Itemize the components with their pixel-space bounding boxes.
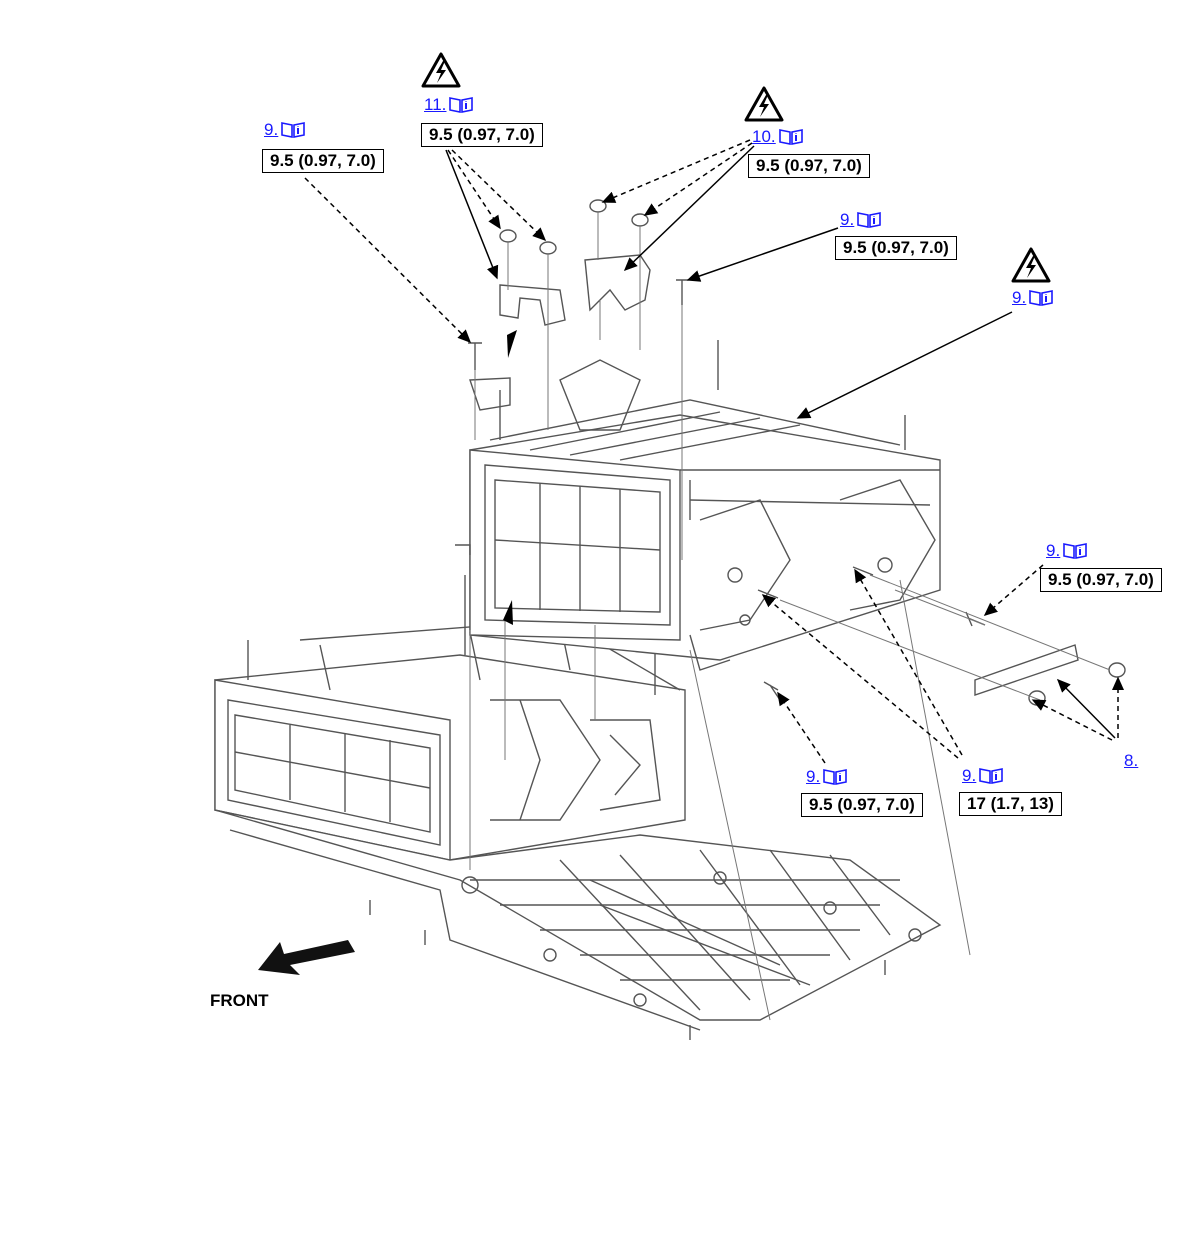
step-link-9[interactable]: 9. — [840, 210, 882, 230]
step-link-9[interactable]: 9. — [1012, 288, 1054, 308]
repair-manual-book-icon — [778, 129, 803, 145]
repair-manual-book-icon — [823, 769, 847, 785]
step-link-8[interactable]: 8. — [1124, 751, 1138, 771]
repair-manual-book-icon — [449, 97, 474, 113]
step-link-9[interactable]: 9. — [1046, 541, 1088, 561]
step-link-9[interactable]: 9. — [962, 766, 1004, 786]
step-link-9[interactable]: 9. — [264, 120, 306, 140]
step-link-10[interactable]: 10. — [752, 127, 804, 147]
torque-spec: 17 (1.7, 13) — [959, 792, 1062, 816]
torque-spec: 9.5 (0.97, 7.0) — [748, 154, 870, 178]
step-link-11[interactable]: 11. — [424, 95, 474, 115]
lower-battery-module — [214, 575, 686, 861]
upper-battery-module — [455, 340, 941, 671]
step-number: 9. — [806, 767, 821, 786]
front-direction-arrow-icon — [258, 940, 355, 975]
repair-manual-book-icon — [979, 768, 1003, 784]
repair-manual-book-icon — [1063, 543, 1087, 559]
high-voltage-warning-icon — [1011, 247, 1051, 283]
leader-lines — [304, 139, 1124, 764]
step-number: 9. — [1046, 541, 1061, 560]
alignment-arrow-bottom — [503, 600, 513, 625]
repair-manual-book-icon — [1029, 290, 1053, 306]
alignment-arrow-top — [507, 330, 517, 358]
high-voltage-warning-icon — [421, 52, 461, 88]
step-number: 8. — [1124, 751, 1139, 770]
repair-manual-book-icon — [281, 122, 305, 138]
step-number: 9. — [962, 766, 977, 785]
step-number: 9. — [1012, 288, 1027, 307]
high-voltage-warning-icon — [744, 86, 784, 122]
torque-spec: 9.5 (0.97, 7.0) — [835, 236, 957, 260]
step-number: 10. — [752, 127, 776, 146]
step-link-9[interactable]: 9. — [806, 767, 848, 787]
guide-lines — [469, 212, 1111, 1021]
step-number: 11. — [424, 95, 447, 114]
torque-spec: 9.5 (0.97, 7.0) — [421, 123, 543, 147]
step-number: 9. — [264, 120, 279, 139]
repair-manual-book-icon — [857, 212, 881, 228]
front-label: FRONT — [210, 991, 269, 1010]
battery-tray — [214, 809, 942, 1040]
torque-spec: 9.5 (0.97, 7.0) — [1040, 568, 1162, 592]
torque-spec: 9.5 (0.97, 7.0) — [262, 149, 384, 173]
step-number: 9. — [840, 210, 855, 229]
torque-spec: 9.5 (0.97, 7.0) — [801, 793, 923, 817]
